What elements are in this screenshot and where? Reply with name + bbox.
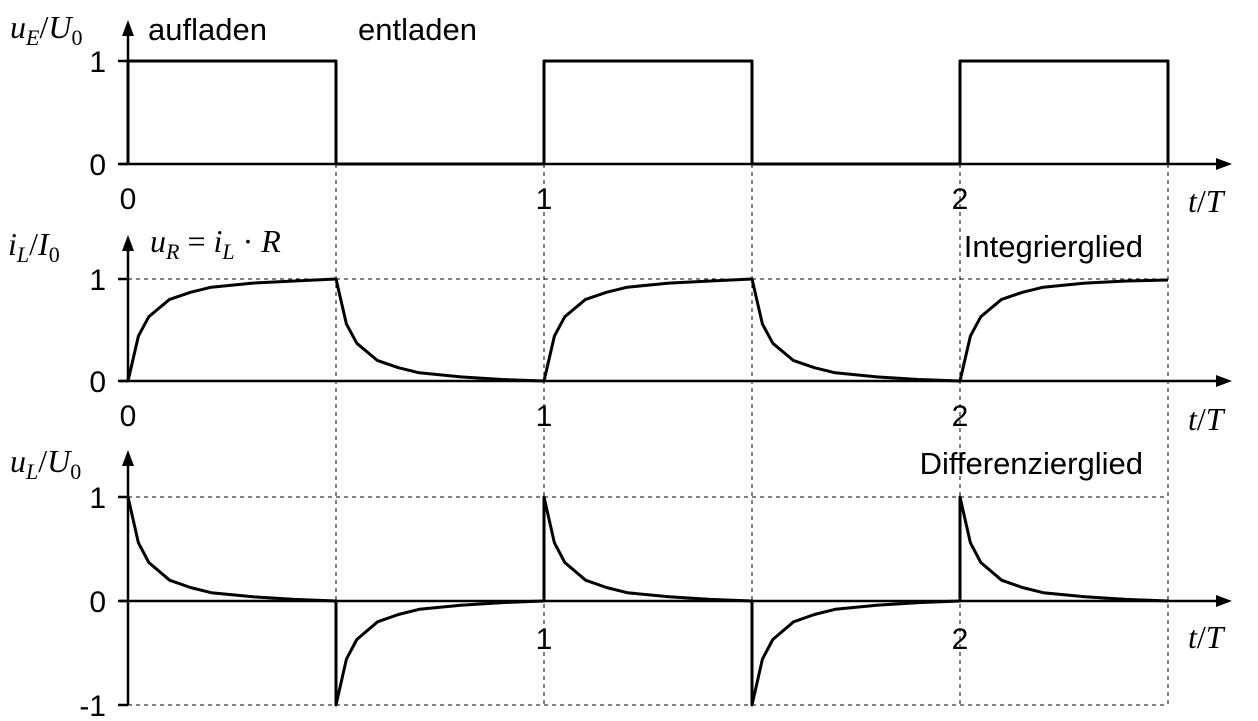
series-line xyxy=(126,277,1169,383)
y-axis-arrow xyxy=(122,20,134,36)
x-axis-label-inductor-voltage: t/T xyxy=(1188,619,1226,655)
y-tick-label: 0 xyxy=(89,366,106,399)
panel-inductor-voltage: uL/U0 Differenzierglied t/T -1 0 1 1 2 xyxy=(10,443,1232,721)
x-tick-label: 1 xyxy=(536,183,553,216)
x-tick-label: 0 xyxy=(120,183,137,216)
y-axis-arrow xyxy=(122,450,134,466)
x-tick-label: 1 xyxy=(536,623,553,656)
x-axis-label-input: t/T xyxy=(1188,183,1226,219)
y-axis-label-current: iL/I0 xyxy=(8,226,60,267)
panel-title-integrierglied: Integrierglied xyxy=(964,229,1143,264)
x-axis-arrow xyxy=(1216,375,1232,387)
annotation-aufladen: aufladen xyxy=(148,12,267,47)
panel-inductor-current: iL/I0 uR = iL · R Integrierglied t/T 0 1 0… xyxy=(8,223,1232,437)
annotation-entladen: entladen xyxy=(358,12,477,47)
y-tick-label: -1 xyxy=(79,690,106,721)
series-line xyxy=(126,59,1170,166)
y-axis-label-input: uE/U0 xyxy=(10,9,82,50)
x-axis-label-current: t/T xyxy=(1188,401,1226,437)
y-tick-label: 0 xyxy=(89,586,106,619)
panel-title-differenzierglied: Differenzierglied xyxy=(920,446,1143,481)
y-axis-label-inductor-voltage: uL/U0 xyxy=(10,443,81,484)
y-tick-label: 0 xyxy=(89,149,106,182)
x-tick-label: 2 xyxy=(952,623,969,656)
y-tick-label: 1 xyxy=(89,264,106,297)
x-tick-label: 1 xyxy=(536,400,553,433)
relation-label: uR = iL · R xyxy=(150,223,281,264)
y-tick-label: 1 xyxy=(89,482,106,515)
panel-input-voltage: uE/U0 aufladen entladen t/T 0 1 0 1 2 xyxy=(10,9,1232,219)
x-tick-label: 2 xyxy=(952,400,969,433)
x-tick-label: 0 xyxy=(120,400,137,433)
x-axis-arrow xyxy=(1216,158,1232,170)
y-axis-arrow xyxy=(122,235,134,251)
y-tick-label: 1 xyxy=(89,46,106,79)
x-tick-label: 2 xyxy=(952,183,969,216)
series-line xyxy=(126,495,1169,707)
x-axis-arrow xyxy=(1216,595,1232,607)
